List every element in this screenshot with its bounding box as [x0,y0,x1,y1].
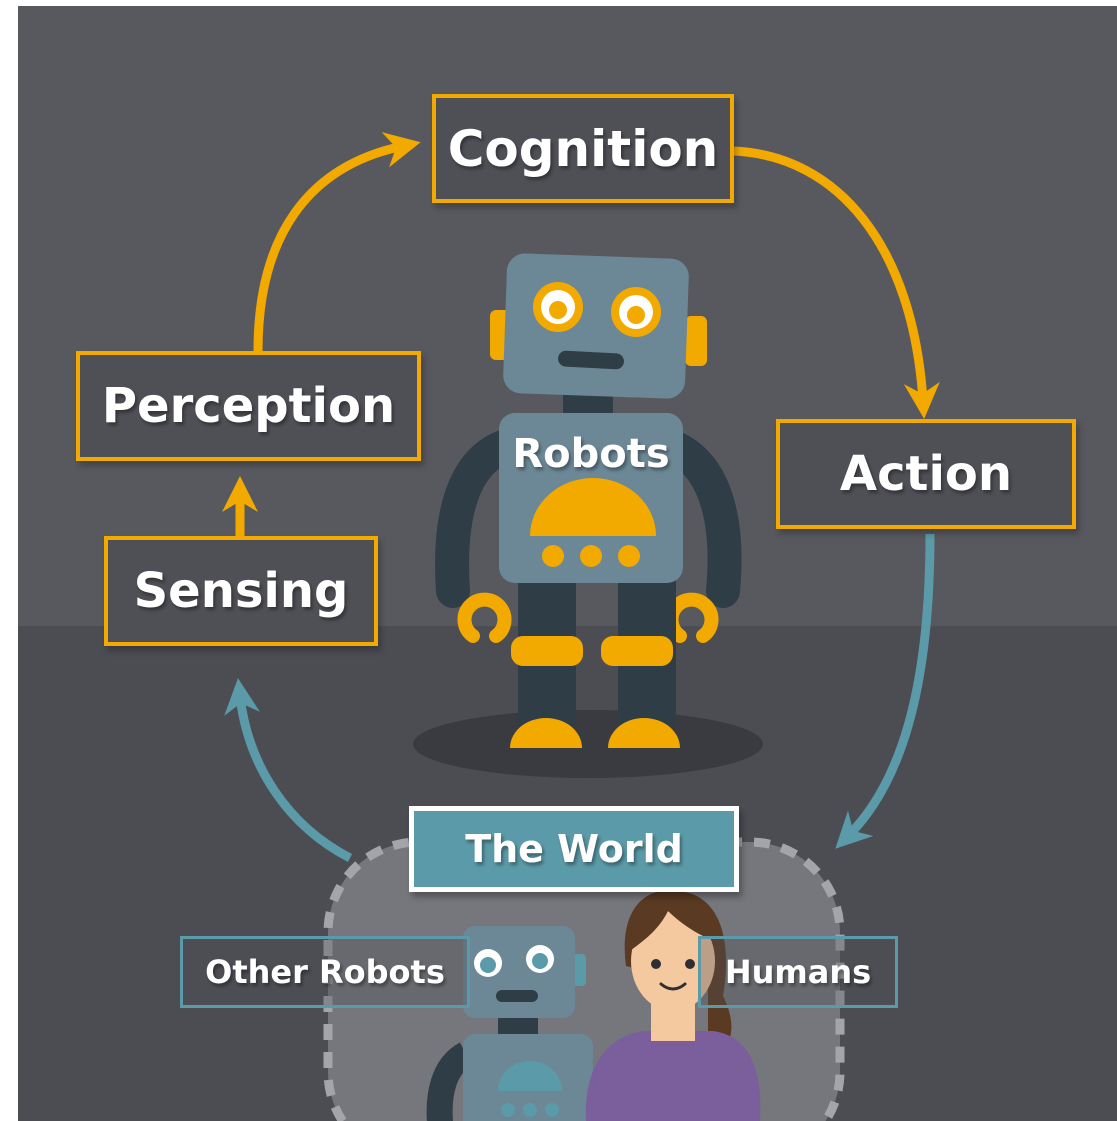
sensing-box: Sensing [104,536,378,646]
human-eye [651,959,661,969]
perception-box: Perception [76,351,421,461]
cognition-label: Cognition [447,119,719,178]
other-robots-label: Other Robots [205,953,445,991]
robot-right-ear [685,316,707,366]
robot-right-arm [653,429,742,608]
sensing-label: Sensing [133,563,349,619]
small-robot-chest-dome [498,1061,562,1091]
perception-label: Perception [101,378,396,434]
arrow-perception-to-cognition [253,132,421,352]
human-icon [585,890,761,1121]
robot-chest-light [618,545,640,567]
robot-mouth [558,350,624,370]
small-robot-icon [426,926,593,1121]
robot-left-arm [435,429,523,608]
robot-left-foot [510,718,582,748]
small-robot-neck [498,1018,538,1036]
robot-right-knee [601,636,673,666]
action-label: Action [839,446,1013,502]
human-hair-fringe [629,895,717,951]
action-box: Action [776,419,1076,529]
small-robot-ear [572,954,586,986]
small-robot-mouth [496,990,538,1002]
human-face [631,911,715,1011]
robot-left-knee [511,636,583,666]
arrow-world-to-sensing [224,678,353,862]
robot-shadow [413,710,763,778]
robot-chest-dome [530,478,656,536]
humans-label: Humans [724,953,872,991]
small-robot-arm [426,1042,473,1121]
robot-chest-light [542,545,564,567]
world-title-box: The World [409,806,739,892]
other-robots-box: Other Robots [180,936,470,1008]
human-eye [685,959,695,969]
arrow-cognition-to-action [733,146,940,419]
human-smile [659,982,687,991]
robot-left-hand [457,592,512,643]
world-title: The World [465,827,683,871]
diagram-panel: Cognition Action Perception Sensing Robo… [18,6,1117,1121]
human-shirt [585,1031,761,1121]
robot-icon [413,253,763,778]
robot-head [503,253,689,399]
humans-box: Humans [698,936,898,1008]
cognition-box: Cognition [432,94,734,203]
robot-chest-light [580,545,602,567]
robot-right-foot [608,718,680,748]
arrow-action-to-world [835,533,935,849]
robots-label: Robots [512,431,670,477]
